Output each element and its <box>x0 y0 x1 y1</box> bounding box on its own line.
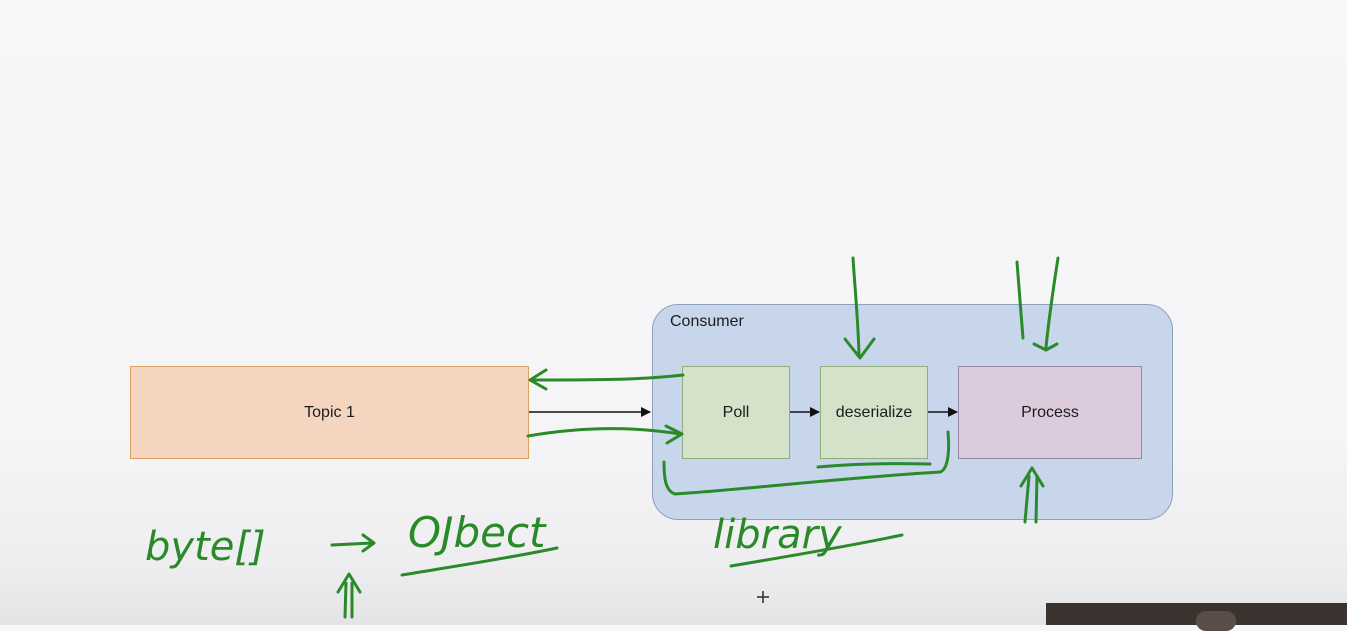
ink-bracket-library <box>662 430 951 496</box>
ink-arrow-topic-to-poll <box>526 424 684 445</box>
ink-arrow-poll-to-topic <box>528 368 685 391</box>
annotation-byte-array: byte[] <box>145 524 266 570</box>
deserialize-node: deserialize <box>820 366 928 459</box>
poll-node: Poll <box>682 366 790 459</box>
topic-node: Topic 1 <box>130 366 529 459</box>
ink-underline-deserialize <box>816 462 932 469</box>
webcam-subject <box>1196 611 1236 631</box>
poll-label: Poll <box>722 403 750 421</box>
ink-conversion-arrow <box>330 533 376 553</box>
move-cursor-icon <box>757 591 769 603</box>
ink-underline-object <box>400 546 559 577</box>
process-node: Process <box>958 366 1142 459</box>
ink-arrow-up-to-conversion <box>336 572 362 619</box>
consumer-label: Consumer <box>670 313 744 330</box>
ink-arrow-into-deserialize <box>843 256 876 360</box>
deserialize-label: deserialize <box>835 403 913 421</box>
process-label: Process <box>1021 403 1079 421</box>
ink-arrow-up-to-process <box>1019 466 1045 524</box>
topic-label: Topic 1 <box>304 403 355 421</box>
ink-underline-library <box>729 533 904 568</box>
ink-arrow-into-process-left <box>1015 260 1025 340</box>
annotation-object: OJbect <box>408 508 547 557</box>
annotation-library: library <box>713 512 843 558</box>
ink-arrow-into-process-right <box>1032 256 1060 352</box>
webcam-overlay <box>1046 603 1347 631</box>
